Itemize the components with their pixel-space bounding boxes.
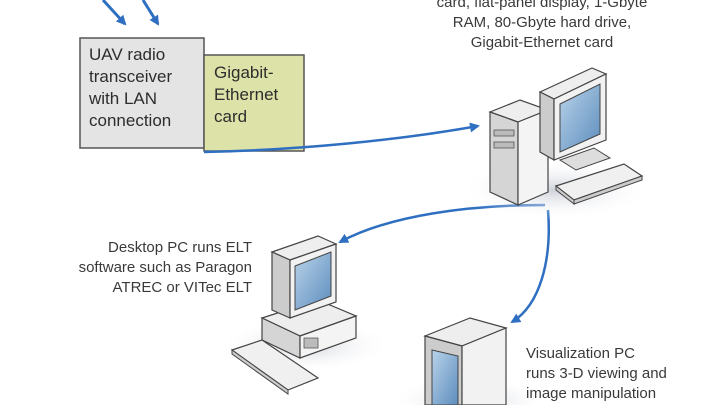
desktop-line-2: software such as Paragon: [78, 259, 252, 276]
radio-transceiver-box: [79, 37, 205, 149]
radio-line-2: transceiver: [89, 67, 173, 86]
visualization-line-1: Visualization PC: [526, 345, 635, 362]
radio-line-1: UAV radio: [89, 45, 166, 64]
server-line-2: RAM, 80-Gbyte hard drive,: [452, 14, 632, 31]
radio-line-3: with LAN: [89, 89, 158, 108]
server-line-1: card, flat-panel display, 1-Gbyte: [436, 0, 648, 11]
visualization-pc-icon: [390, 317, 550, 405]
visualization-line-2: runs 3-D viewing and: [526, 365, 667, 382]
desktop-line-1: Desktop PC runs ELT: [108, 239, 252, 256]
desktop-line-3: ATREC or VITec ELT: [112, 279, 252, 296]
server-to-visualization-arrow: [510, 209, 550, 324]
card-line-2: Ethernet: [214, 85, 279, 104]
visualization-pc-label: Visualization PC runs 3-D viewing and im…: [526, 344, 667, 404]
radio-transceiver-label: UAV radio transceiver with LAN connectio…: [89, 44, 172, 132]
incoming-signal-arrows: [101, 0, 160, 26]
card-to-server-arrow: [203, 122, 480, 154]
server-line-3: Gigabit-Ethernet card: [470, 34, 614, 51]
radio-line-4: connection: [89, 111, 172, 130]
card-line-3: card: [214, 107, 248, 126]
ethernet-card-label: Gigabit- Ethernet card: [214, 62, 278, 128]
visualization-line-3: image manipulation: [526, 385, 657, 402]
server-pc-label: card, flat-panel display, 1-Gbyte RAM, 8…: [392, 0, 692, 53]
ethernet-card-box: [203, 54, 305, 152]
desktop-pc-icon: [220, 235, 390, 395]
card-line-1: Gigabit-: [214, 63, 274, 82]
desktop-pc-label: Desktop PC runs ELT software such as Par…: [20, 238, 252, 298]
server-pc-icon: [460, 67, 650, 220]
